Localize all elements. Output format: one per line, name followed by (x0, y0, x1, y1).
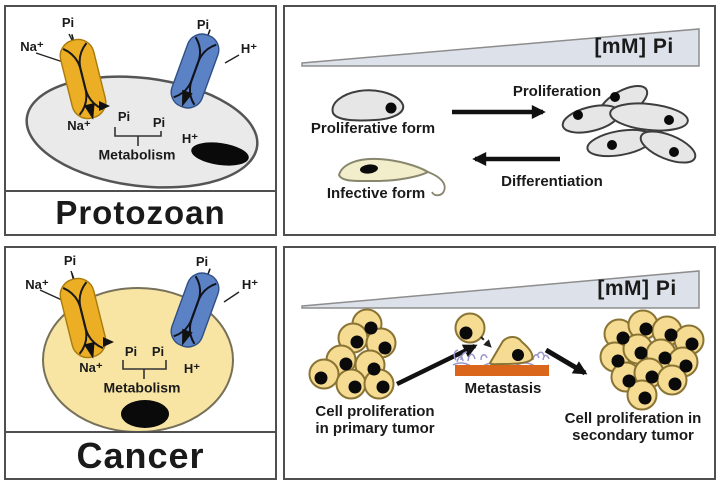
primary-tumor-label: Cell proliferation in primary tumor (315, 403, 434, 437)
differentiation-label: Differentiation (501, 173, 603, 191)
pi-label-intracellular: Pi (152, 115, 166, 131)
phosphate-gradient-wedge (301, 270, 700, 309)
protozoan-dynamics-diagram (301, 28, 700, 197)
proton-phosphate-transporter (170, 29, 220, 109)
primary-tumor-cluster (308, 308, 397, 400)
influx-arrowhead (182, 89, 193, 107)
pi-release-arrowhead (103, 337, 114, 347)
protozoan-title: Protozoan (55, 194, 226, 231)
infective-form-label: Infective form (326, 185, 426, 203)
cluster-cell (639, 130, 697, 164)
invasion-arrow (396, 343, 478, 387)
phosphate-gradient-wedge (301, 28, 700, 67)
cell-nucleus (664, 115, 674, 125)
proton-label-extracellular: H⁺ (241, 277, 259, 293)
seeding-arrow (480, 336, 492, 348)
cancer-dynamics-diagram (301, 270, 705, 411)
primary-tumor-label-line1: Cell proliferation (315, 403, 435, 420)
sodium-label-intracellular: Na⁺ (79, 360, 103, 376)
cell-nucleus (607, 140, 617, 150)
cancer-dynamics-panel: [mM] Pi Metastasis Cell proliferation in… (283, 246, 716, 480)
proton-phosphate-transporter (170, 268, 220, 348)
cancer-cell-panel: Pi Na⁺ Pi H⁺ Na⁺ Pi Pi H⁺ Metabolism Can… (4, 246, 277, 480)
adherent-tumor-cell (488, 336, 534, 366)
cell-nucleus (459, 326, 473, 340)
pi-release-arrowhead (99, 101, 110, 111)
secondary-tumor-label-line1: Cell proliferation in (564, 410, 702, 427)
cancer-cell-nucleus (121, 400, 169, 428)
primary-tumor-label-line2: in primary tumor (315, 420, 435, 437)
cell-nucleus (360, 164, 378, 174)
protozoan-cell-diagram (25, 29, 259, 189)
pi-label-extracellular: Pi (196, 17, 210, 33)
protozoan-cell-body (25, 75, 259, 189)
colonization-arrow (544, 347, 588, 376)
secondary-tumor-label: Cell proliferation in secondary tumor (565, 410, 702, 444)
kinetoplast (191, 142, 249, 166)
metabolism-label: Metabolism (103, 379, 181, 396)
protozoan-title-strip: Protozoan (6, 190, 275, 234)
tumor-nuclei (611, 322, 699, 405)
cell-nucleus (573, 110, 583, 120)
pi-label-extracellular: Pi (63, 253, 77, 269)
cell-nucleus (610, 92, 620, 102)
protozoan-cell-panel: Pi Na⁺ Pi H⁺ Na⁺ Pi Pi H⁺ Metabolism Pro… (4, 5, 277, 236)
metastasis-label: Metastasis (464, 380, 542, 398)
cell-nucleus (385, 102, 397, 114)
phosphate-gradient-label: [mM] Pi (594, 34, 674, 58)
phosphate-gradient-label: [mM] Pi (597, 276, 677, 300)
sodium-label-intracellular: Na⁺ (67, 118, 91, 134)
cluster-cell (609, 102, 689, 132)
sodium-phosphate-transporter (59, 273, 107, 359)
h-line (223, 291, 240, 303)
influx-arrowhead (83, 102, 95, 120)
helix (78, 42, 88, 116)
sodium-label-extracellular: Na⁺ (20, 39, 44, 55)
infective-form-cell (337, 157, 431, 183)
cancer-title: Cancer (76, 434, 205, 476)
proton-label-extracellular: H⁺ (240, 41, 258, 57)
secondary-tumor-label-line2: secondary tumor (572, 427, 694, 444)
flagellum (427, 171, 446, 197)
pi-label-extracellular: Pi (61, 15, 75, 31)
protozoan-dynamics-panel: [mM] Pi Proliferation Proliferative form… (283, 5, 716, 236)
cell-nucleus (512, 349, 524, 361)
proton-label-intracellular: H⁺ (183, 361, 201, 377)
sodium-phosphate-transporter (59, 34, 107, 120)
sodium-label-extracellular: Na⁺ (25, 277, 49, 293)
helix (173, 282, 217, 338)
proliferative-form-cell (331, 89, 405, 122)
metabolism-bracket (114, 127, 162, 146)
proton-label-intracellular: H⁺ (181, 131, 199, 147)
pi-label-intracellular: Pi (151, 344, 165, 360)
tumor-nuclei (314, 321, 392, 394)
influx-arrowhead (83, 341, 95, 359)
helix (78, 281, 88, 355)
proliferation-label: Proliferation (512, 83, 602, 101)
proliferating-cluster (561, 84, 697, 164)
cancer-cell-diagram (39, 268, 240, 433)
cell-nucleus (669, 147, 679, 157)
pi-label-intracellular: Pi (124, 344, 138, 360)
influx-arrowhead (182, 328, 193, 346)
secondary-tumor-cluster (599, 309, 705, 411)
metabolism-label: Metabolism (98, 146, 176, 163)
pi-label-extracellular: Pi (195, 254, 209, 270)
metabolism-bracket (122, 360, 167, 379)
proliferative-form-label: Proliferative form (310, 120, 436, 138)
vessel-wall (455, 365, 549, 376)
helix (173, 43, 217, 99)
cancer-title-strip: Cancer (6, 431, 275, 478)
pi-label-intracellular: Pi (117, 109, 131, 125)
h-line (224, 54, 240, 64)
na-line (35, 52, 64, 63)
na-line (39, 289, 65, 302)
